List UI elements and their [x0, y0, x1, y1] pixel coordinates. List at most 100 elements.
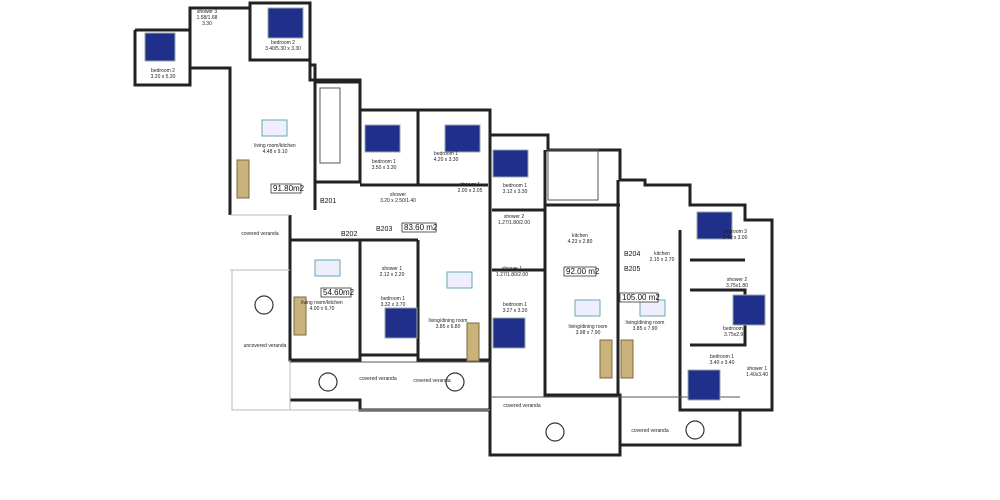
plan-label: shower 3 — [197, 9, 218, 15]
plan-label: living/dining room — [429, 318, 468, 324]
plan-label: 105.00 m2 — [622, 293, 660, 302]
plan-label: B204 — [624, 251, 640, 258]
plan-label: shower 1 — [502, 266, 523, 272]
plan-label: 1.58/1.68 — [197, 15, 218, 21]
plan-label: bedroom 1 — [381, 296, 405, 302]
plan-label: bedroom 1 — [503, 183, 527, 189]
plan-label: shower 1 — [382, 266, 403, 272]
plan-label: 3.75x2.90 — [724, 332, 746, 338]
plan-label: uncovered veranda — [244, 343, 287, 349]
plan-label: living room/kitchen — [301, 300, 343, 306]
plan-label: 3.12 x 3.30 — [503, 189, 528, 195]
plan-label: covered veranda — [413, 378, 450, 384]
plan-label: B201 — [320, 198, 336, 205]
plan-label: 4.48 x 9.10 — [263, 149, 288, 155]
plan-label: bedroom 2 — [723, 326, 747, 332]
plan-label: 1.27/1.80/2.00 — [496, 272, 528, 278]
plan-label: B202 — [341, 231, 357, 238]
plan-label: 3.98 x 7.90 — [576, 330, 601, 336]
plan-label: covered veranda — [359, 376, 396, 382]
plan-label: shower 2 — [504, 214, 525, 220]
terrace-outlines — [230, 214, 740, 411]
plan-label: bedroom 1 — [434, 151, 458, 157]
plan-label: 3.20 x 2.50/1.40 — [380, 198, 416, 204]
plan-label: 2.12 x 2.20 — [380, 272, 405, 278]
plan-label: living room/kitchen — [254, 143, 296, 149]
plan-label: 3.85 x 7.90 — [633, 326, 658, 332]
plan-label: shower 1 — [460, 182, 481, 188]
plan-label: 3.32 x 3.70 — [381, 302, 406, 308]
plan-label: shower 2 — [727, 277, 748, 283]
plan-label: living/dining room — [569, 324, 608, 330]
plan-label: 3.75x1.80 — [726, 283, 748, 289]
plan-label: 3.40/5.30 x 3.30 — [265, 46, 301, 52]
plan-label: 3.50 x 3.30 — [372, 165, 397, 171]
plan-label: shower 1 — [747, 366, 768, 372]
unit-labels: B201 B202 B203 B204 B205 — [320, 198, 640, 273]
plan-label: 3.40 x 3.00 — [723, 235, 748, 241]
plan-label: bedroom 1 — [710, 354, 734, 360]
plan-label: 1.27/1.80/2.00 — [498, 220, 530, 226]
plan-label: shower — [390, 192, 406, 198]
plan-label: bedroom 1 — [503, 302, 527, 308]
plan-label: 2.00 x 2.05 — [458, 188, 483, 194]
plan-label: bedroom 2 — [151, 68, 175, 74]
plan-label: bedroom 1 — [372, 159, 396, 165]
plan-label: 91.80m2 — [273, 184, 305, 193]
plan-label: 54.60m2 — [323, 288, 355, 297]
plan-label: covered veranda — [631, 428, 668, 434]
plan-label: 3.40 x 3.40 — [710, 360, 735, 366]
area-labels: 91.80m2 54.60m2 83.60 m2 92.00 m2 105.00… — [270, 183, 660, 303]
plan-label: 1.40x3.40 — [746, 372, 768, 378]
plan-label: B203 — [376, 226, 392, 233]
plan-label: covered veranda — [503, 403, 540, 409]
furniture — [236, 119, 705, 442]
veranda-labels: covered veranda uncovered veranda covere… — [241, 231, 668, 434]
plan-label: 3.20 x 5.30 — [151, 74, 176, 80]
plan-label: 3.27 x 3.20 — [503, 308, 528, 314]
plan-label: 4.00 x 6.70 — [310, 306, 335, 312]
beds — [144, 7, 766, 401]
plan-label: kitchen — [572, 233, 588, 239]
plan-label: 3.85 x 6.80 — [436, 324, 461, 330]
plan-label: 4.23 x 2.80 — [568, 239, 593, 245]
plan-label: living/dining room — [626, 320, 665, 326]
staircase — [319, 87, 599, 201]
plan-label: B205 — [624, 266, 640, 273]
plan-label: 4.20 x 3.30 — [434, 157, 459, 163]
plan-label: 2.15 x 2.70 — [650, 257, 675, 263]
plan-label: 92.00 m2 — [566, 267, 600, 276]
plan-label: 83.60 m2 — [404, 223, 438, 232]
plan-label: kitchen — [654, 251, 670, 257]
plan-label: bedroom 2 — [271, 40, 295, 46]
plan-label: covered veranda — [241, 231, 278, 237]
plan-label: bedroom 3 — [723, 229, 747, 235]
